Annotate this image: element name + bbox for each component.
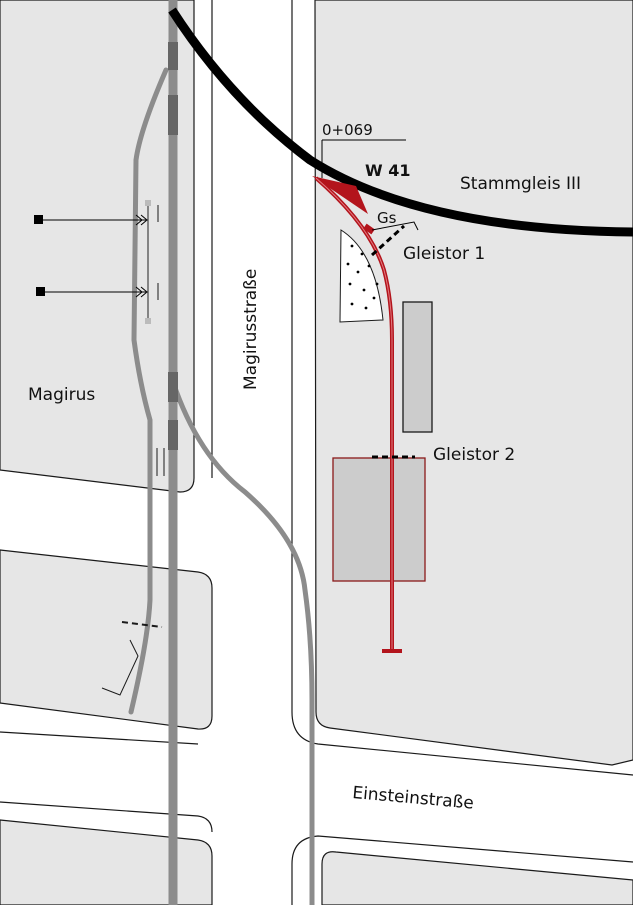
signal-label: Gs	[377, 209, 397, 227]
chainage-label: 0+069	[322, 121, 373, 139]
old-track-curve	[170, 379, 315, 905]
siding-details	[101, 200, 165, 696]
old-tracks	[128, 0, 315, 905]
gates	[321, 139, 419, 459]
company-label: Magirus	[28, 385, 95, 405]
signal-gs-marker	[363, 223, 375, 235]
building-narrow	[402, 301, 433, 433]
gate2-label: Gleistor 2	[433, 445, 515, 465]
dotted-area-dots	[346, 244, 379, 310]
old-track-siding	[128, 67, 169, 715]
double-arrow-icon	[135, 286, 148, 298]
block-south-east	[321, 851, 633, 905]
gate-1	[370, 224, 406, 257]
gs-leader	[371, 221, 419, 231]
switch-label: W 41	[365, 161, 410, 180]
block-south-west	[0, 819, 213, 905]
signal-arrows	[34, 214, 148, 298]
street-vertical-label: Magirusstraße	[241, 269, 261, 390]
building-hall	[332, 457, 426, 582]
buildings	[332, 229, 433, 582]
highlight-siding	[312, 176, 402, 653]
gate1-label: Gleistor 1	[403, 244, 485, 264]
block-east-main	[314, 0, 633, 766]
double-arrow-icon	[135, 214, 148, 226]
main-track-label: Stammgleis III	[460, 174, 581, 194]
chainage-leader	[321, 139, 406, 178]
dotted-area	[339, 229, 384, 323]
street-horizontal-label: Einsteinstraße	[352, 783, 475, 814]
block-middle-west	[0, 549, 213, 730]
